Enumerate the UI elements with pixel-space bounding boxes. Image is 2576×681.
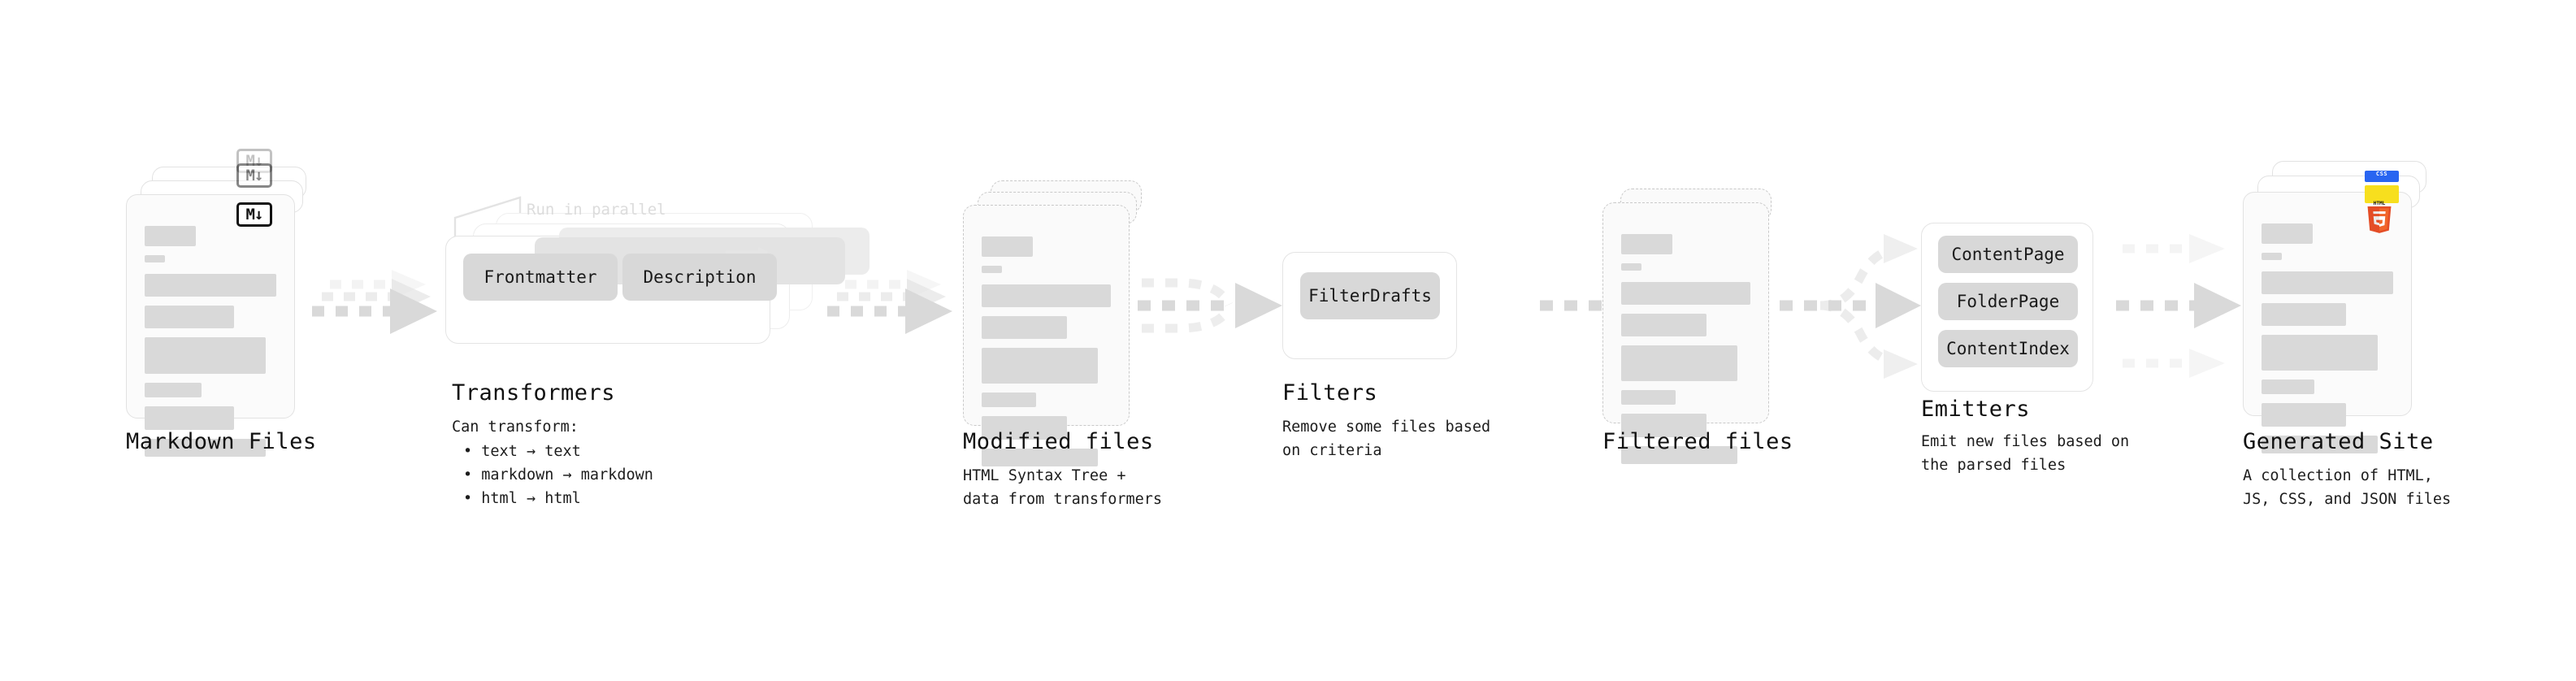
filter-chip-filterdrafts[interactable]: FilterDrafts bbox=[1300, 272, 1440, 319]
modified-files-stack bbox=[963, 180, 1150, 466]
transformers-bullet-0: • text → text bbox=[463, 443, 581, 460]
markdown-icon-front: M↓ bbox=[236, 202, 272, 227]
arrow-markdown-to-transformers bbox=[312, 270, 437, 334]
emitters-label: Emitters bbox=[1921, 397, 2031, 422]
markdown-files-stack: M↓ M↓ M↓ bbox=[126, 149, 313, 457]
filtered-card-content bbox=[1621, 234, 1750, 473]
html5-icon-svg: HTML bbox=[2367, 201, 2392, 233]
arrow-filtered-to-emitters bbox=[1780, 234, 1921, 379]
filtered-card-front bbox=[1602, 202, 1769, 464]
run-in-parallel-note: Run in parallel bbox=[527, 201, 666, 219]
emitter-chip-contentpage[interactable]: ContentPage bbox=[1938, 236, 2078, 273]
arrow-emitters-to-site bbox=[2116, 234, 2241, 378]
filtered-files-label: Filtered files bbox=[1602, 429, 1793, 454]
js-icon bbox=[2365, 185, 2399, 203]
transformer-chip-description[interactable]: Description bbox=[622, 254, 777, 301]
css-icon: CSS bbox=[2365, 171, 2399, 182]
filters-label: Filters bbox=[1282, 380, 1378, 406]
filtered-files-stack bbox=[1602, 189, 1789, 464]
transformers-bullet-1: • markdown → markdown bbox=[463, 466, 653, 484]
markdown-files-label: Markdown Files bbox=[126, 429, 317, 454]
markdown-icon-glyph-mid: M↓ bbox=[245, 166, 264, 184]
generated-site-description: A collection of HTML, JS, CSS, and JSON … bbox=[2243, 467, 2452, 508]
site-card-content bbox=[2262, 223, 2393, 462]
emitters-description: Emit new files based on the parsed files bbox=[1921, 433, 2130, 474]
html5-icon: HTML bbox=[2363, 198, 2396, 236]
markdown-icon-glyph-front: M↓ bbox=[245, 205, 264, 223]
filters-description: Remove some files based on criteria bbox=[1282, 419, 1491, 459]
markdown-card-content bbox=[145, 226, 276, 466]
transformers-label: Transformers bbox=[452, 380, 616, 406]
emitter-chip-contentindex[interactable]: ContentIndex bbox=[1938, 330, 2078, 367]
arrow-modified-to-filters bbox=[1138, 278, 1282, 333]
markdown-icon-mid: M↓ bbox=[236, 163, 272, 188]
modified-card-content bbox=[982, 236, 1111, 475]
generated-site-stack: CSS HTML bbox=[2243, 161, 2438, 453]
transformers-group: Frontmatter Description bbox=[445, 195, 870, 366]
modified-files-description: HTML Syntax Tree + data from transformer… bbox=[963, 467, 1163, 508]
markdown-card-front bbox=[126, 194, 295, 457]
transformers-bullet-2: • html → html bbox=[463, 490, 581, 508]
arrow-transformers-to-modified bbox=[827, 270, 952, 334]
transformers-bullets: • text → text • markdown → markdown • ht… bbox=[463, 440, 653, 511]
generated-site-label: Generated Site bbox=[2243, 429, 2434, 454]
transformer-chip-frontmatter[interactable]: Frontmatter bbox=[463, 254, 618, 301]
transformers-intro: Can transform: bbox=[452, 419, 579, 436]
modified-files-label: Modified files bbox=[963, 429, 1154, 454]
emitter-chip-folderpage[interactable]: FolderPage bbox=[1938, 283, 2078, 320]
modified-card-front bbox=[963, 205, 1130, 466]
run-in-parallel-bracket bbox=[453, 196, 522, 246]
svg-text:HTML: HTML bbox=[2374, 201, 2386, 206]
